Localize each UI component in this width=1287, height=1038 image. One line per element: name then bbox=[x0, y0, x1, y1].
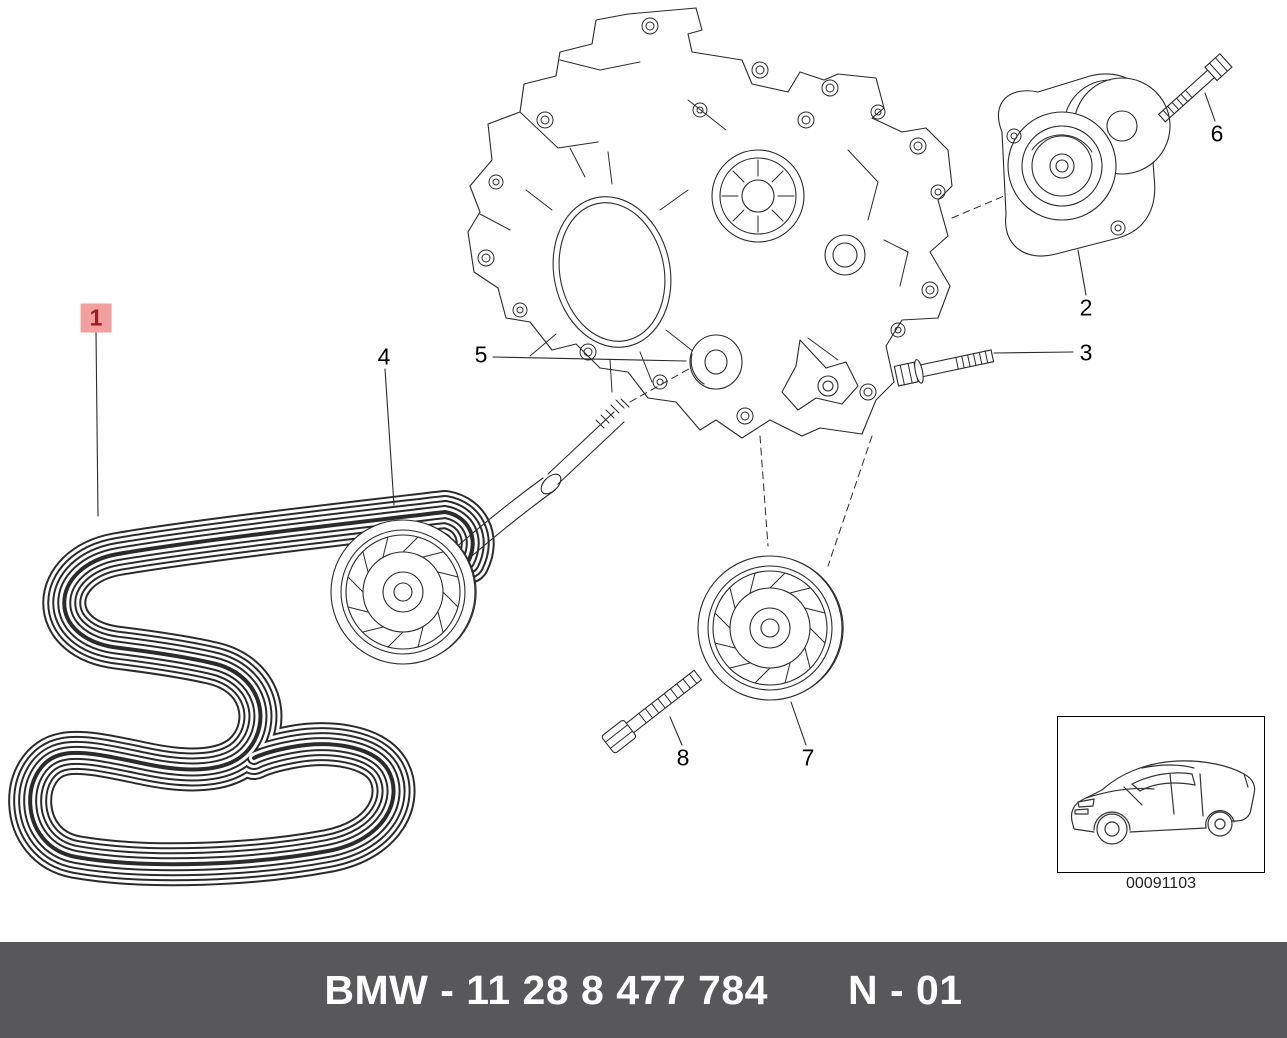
leader-lines bbox=[95, 92, 1216, 746]
part-label-2[interactable]: 2 bbox=[1079, 294, 1093, 321]
part-label-3[interactable]: 3 bbox=[1079, 339, 1093, 366]
part-label-5[interactable]: 5 bbox=[474, 341, 488, 368]
part-label-1[interactable]: 1 bbox=[80, 303, 112, 333]
seal-drawing bbox=[689, 334, 743, 390]
engine-block-drawing bbox=[467, 7, 953, 439]
diagram-canvas: 1 2 3 4 5 6 7 8 bbox=[8, 7, 1265, 892]
thumbnail-code: 00091103 bbox=[1126, 875, 1196, 892]
bolt-3-drawing bbox=[893, 349, 995, 387]
serpentine-belt-drawing bbox=[8, 490, 495, 887]
part-label-6[interactable]: 6 bbox=[1210, 120, 1224, 147]
tensioner-drawing bbox=[997, 73, 1171, 257]
idler-pulley-drawing bbox=[697, 555, 844, 701]
car-icon bbox=[1070, 760, 1256, 845]
footer-bar: BMW - 11 28 8 477 784 N - 01 bbox=[0, 942, 1287, 1038]
revision: N - 01 bbox=[847, 966, 963, 1013]
bolt-8-drawing bbox=[601, 669, 703, 754]
dashed-reference-lines bbox=[629, 195, 1005, 567]
part-label-8[interactable]: 8 bbox=[676, 744, 690, 771]
diagram-art bbox=[8, 7, 1233, 887]
part-label-4[interactable]: 4 bbox=[377, 343, 391, 370]
bolt-6-drawing bbox=[1158, 53, 1233, 123]
tensioner-pulley-drawing bbox=[330, 398, 630, 665]
vehicle-thumbnail[interactable] bbox=[1057, 716, 1265, 873]
part-label-7[interactable]: 7 bbox=[801, 744, 815, 771]
part-number: BMW - 11 28 8 477 784 bbox=[324, 966, 768, 1013]
